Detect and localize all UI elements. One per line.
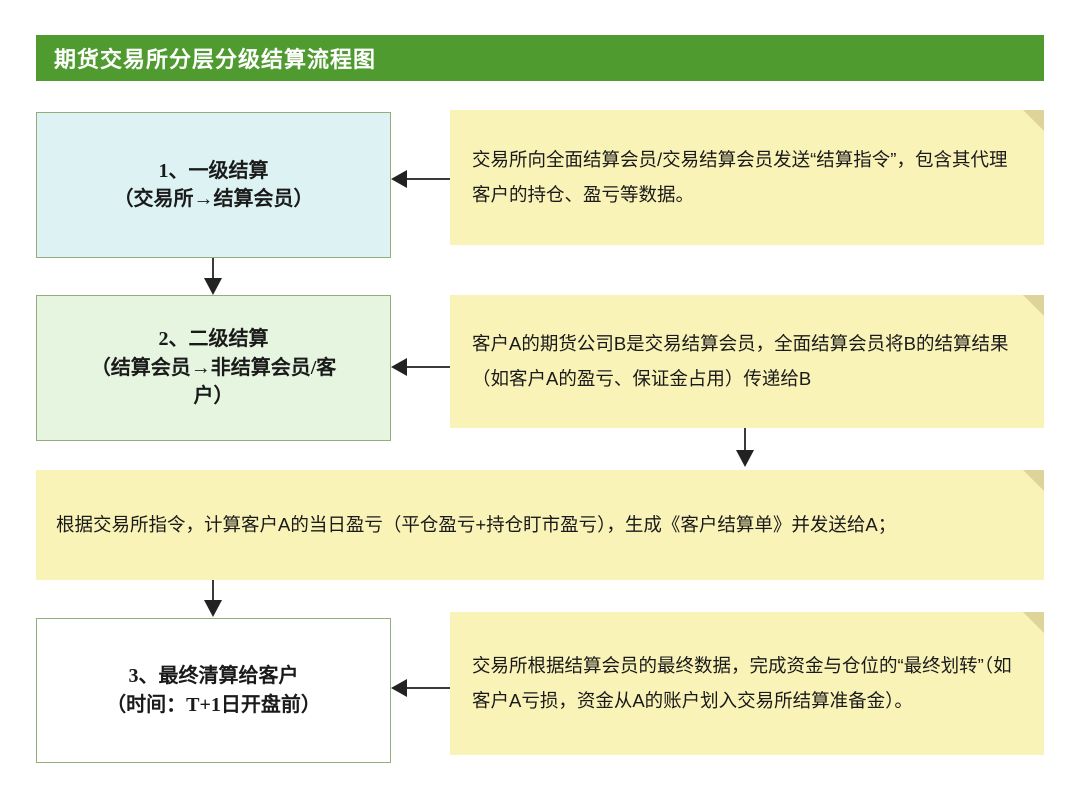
note-card-wide-text: 根据交易所指令，计算客户A的当日盈亏（平仓盈亏+持仓盯市盈亏），生成《客户结算单… <box>56 513 897 535</box>
page-fold-icon <box>1023 612 1044 633</box>
note-card-2-text: 客户A的期货公司B是交易结算会员，全面结算会员将B的结算结果（如客户A的盈亏、保… <box>472 333 1009 389</box>
process-box-step-2-label: 2、二级结算 （结算会员→非结算会员/客 户） <box>90 328 337 408</box>
chart-title-bar: 期货交易所分层分级结算流程图 <box>36 35 1044 81</box>
arrow-head-left-icon <box>391 358 407 376</box>
arrow-head-down-icon <box>736 450 754 467</box>
process-box-step-3: 3、最终清算给客户 （时间：T+1日开盘前） <box>36 618 391 763</box>
arrow-head-down-icon <box>204 278 222 295</box>
page-title: 期货交易所分层分级结算流程图 <box>54 47 377 72</box>
arrow-head-left-icon <box>391 679 407 697</box>
note-card-3-text: 交易所根据结算会员的最终数据，完成资金与仓位的“最终划转”（如客户A亏损，资金从… <box>472 655 1012 711</box>
page-fold-icon <box>1023 110 1044 131</box>
note-card-3: 交易所根据结算会员的最终数据，完成资金与仓位的“最终划转”（如客户A亏损，资金从… <box>450 612 1044 755</box>
note-card-2: 客户A的期货公司B是交易结算会员，全面结算会员将B的结算结果（如客户A的盈亏、保… <box>450 295 1044 428</box>
process-box-step-2: 2、二级结算 （结算会员→非结算会员/客 户） <box>36 295 391 441</box>
process-box-step-1-label: 1、一级结算 （交易所→结算会员） <box>113 159 314 210</box>
process-box-step-1: 1、一级结算 （交易所→结算会员） <box>36 112 391 258</box>
note-card-1-text: 交易所向全面结算会员/交易结算会员发送“结算指令”，包含其代理客户的持仓、盈亏等… <box>472 149 1008 205</box>
note-card-wide: 根据交易所指令，计算客户A的当日盈亏（平仓盈亏+持仓盯市盈亏），生成《客户结算单… <box>36 470 1044 580</box>
note-card-1: 交易所向全面结算会员/交易结算会员发送“结算指令”，包含其代理客户的持仓、盈亏等… <box>450 110 1044 245</box>
page-fold-icon <box>1023 295 1044 316</box>
page-fold-icon <box>1023 470 1044 491</box>
arrow-head-down-icon <box>204 600 222 617</box>
arrow-head-left-icon <box>391 170 407 188</box>
process-box-step-3-label: 3、最终清算给客户 （时间：T+1日开盘前） <box>106 665 321 716</box>
